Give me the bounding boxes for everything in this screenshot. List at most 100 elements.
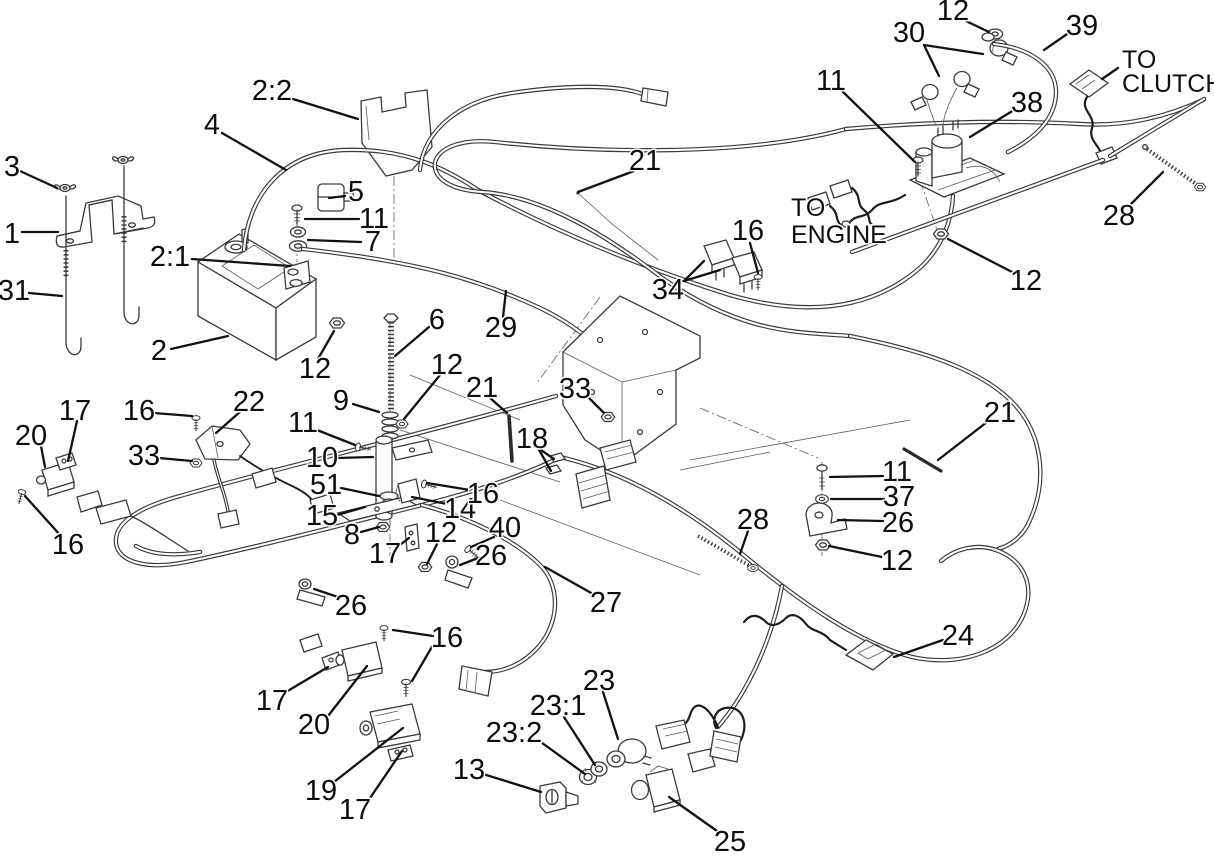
callout-label-10: 10 [306, 442, 338, 474]
callout-18: 18 [514, 422, 556, 473]
callout-30: 30 [891, 16, 985, 78]
callout-label-12: 12 [1010, 265, 1042, 297]
callout-label-2: 2 [151, 335, 167, 367]
main-harness-loop [432, 97, 1206, 552]
callout-33: 33 [126, 439, 194, 474]
callout-9: 9 [331, 384, 381, 419]
callout-15: 15 [304, 499, 367, 534]
callout-16: 16 [391, 621, 465, 683]
callout-label-28: 28 [737, 504, 769, 536]
indicator-switch-13 [539, 781, 579, 814]
annotation-text: TO [791, 194, 825, 222]
callout-17: 17 [254, 665, 330, 719]
callout-label-16: 16 [431, 622, 463, 654]
callout-label-33: 33 [559, 373, 591, 405]
callout-label-31: 31 [0, 275, 30, 307]
callout-label-12: 12 [937, 0, 969, 27]
chassis-reference-lines [296, 176, 938, 576]
callout-31: 31 [0, 274, 64, 309]
annotation-text: TO [1122, 46, 1156, 74]
battery-positive-cable [241, 147, 956, 310]
callout-17: 17 [57, 394, 93, 463]
engine-connectors [807, 179, 876, 228]
callout-label-16: 16 [52, 529, 84, 561]
callout-label-22: 22 [233, 386, 265, 418]
callout-label-8: 8 [344, 519, 360, 551]
callout-20: 20 [13, 419, 49, 469]
callout-label-17: 17 [369, 538, 401, 570]
callout-label-28: 28 [1103, 200, 1135, 232]
callout-26: 26 [458, 539, 509, 574]
callout-23: 23 [581, 664, 620, 741]
callout-label-21: 21 [984, 397, 1016, 429]
callout-label-3: 3 [4, 151, 20, 183]
callout-40: 40 [469, 511, 523, 549]
callout-11: 11 [286, 406, 357, 447]
callout-23:1: 23:1 [528, 689, 597, 767]
callout-16: 16 [425, 477, 501, 512]
callout-label-33: 33 [128, 440, 160, 472]
callout-label-16: 16 [732, 215, 764, 247]
callout-label-15: 15 [306, 500, 338, 532]
callout-7: 7 [306, 225, 383, 260]
mounting-bolt-top-right [1142, 144, 1207, 192]
callout-2: 2 [149, 334, 230, 369]
clamp-column-right [805, 464, 848, 551]
fuse-and-lead [742, 614, 895, 671]
callout-11: 11 [814, 64, 917, 164]
callout-22: 22 [214, 385, 267, 435]
callout-label-17: 17 [339, 794, 371, 826]
callout-2:1: 2:1 [148, 240, 292, 275]
callout-label-40: 40 [489, 512, 521, 544]
callout-12: 12 [402, 348, 465, 421]
callout-label-20: 20 [298, 709, 330, 741]
callout-38: 38 [968, 86, 1045, 139]
callout-label-21: 21 [629, 145, 661, 177]
callout-label-12: 12 [425, 517, 457, 549]
mounting-plate [562, 295, 701, 465]
callout-12: 12 [423, 516, 459, 566]
callout-label-26: 26 [475, 540, 507, 572]
callout-label-21: 21 [466, 372, 498, 404]
callout-19: 19 [303, 726, 405, 809]
rod-pin-right [902, 447, 943, 473]
annotation-text: CLUTCH [1122, 70, 1214, 98]
battery-ground-cable [300, 246, 599, 349]
callout-21: 21 [936, 396, 1018, 462]
callout-label-29: 29 [485, 312, 517, 344]
callout-label-17: 17 [256, 685, 288, 717]
callout-2:2: 2:2 [250, 74, 360, 121]
callout-label-2:2: 2:2 [252, 75, 292, 107]
callout-1: 1 [2, 217, 60, 252]
callout-8: 8 [342, 518, 381, 553]
relays [703, 239, 763, 293]
callout-label-23:1: 23:1 [530, 690, 586, 722]
callout-label-12: 12 [299, 353, 331, 385]
callout-17: 17 [337, 749, 404, 828]
callout-33: 33 [557, 372, 606, 415]
callout-17: 17 [367, 537, 411, 572]
callout-label-6: 6 [429, 304, 445, 336]
callout-21: 21 [464, 371, 509, 415]
key-switch-washer [590, 761, 608, 777]
callout-16: 16 [730, 214, 766, 275]
callout-label-23: 23 [583, 665, 615, 697]
interlock-switch-19 [359, 678, 421, 762]
callout-label-4: 4 [204, 109, 220, 141]
battery-j-bolts [53, 155, 140, 356]
harness-lower-right-loop [557, 454, 1031, 730]
callout-12: 12 [827, 544, 915, 579]
battery-hold-down-bracket [55, 195, 156, 248]
callout-25: 25 [667, 795, 748, 860]
push-switch-25 [630, 765, 681, 813]
callout-label-17: 17 [59, 395, 91, 427]
callout-4: 4 [202, 108, 288, 172]
callout-label-19: 19 [305, 775, 337, 807]
starter-solenoid [841, 119, 1006, 240]
cable-clamp-left [296, 578, 326, 607]
callout-label-5: 5 [348, 176, 364, 208]
